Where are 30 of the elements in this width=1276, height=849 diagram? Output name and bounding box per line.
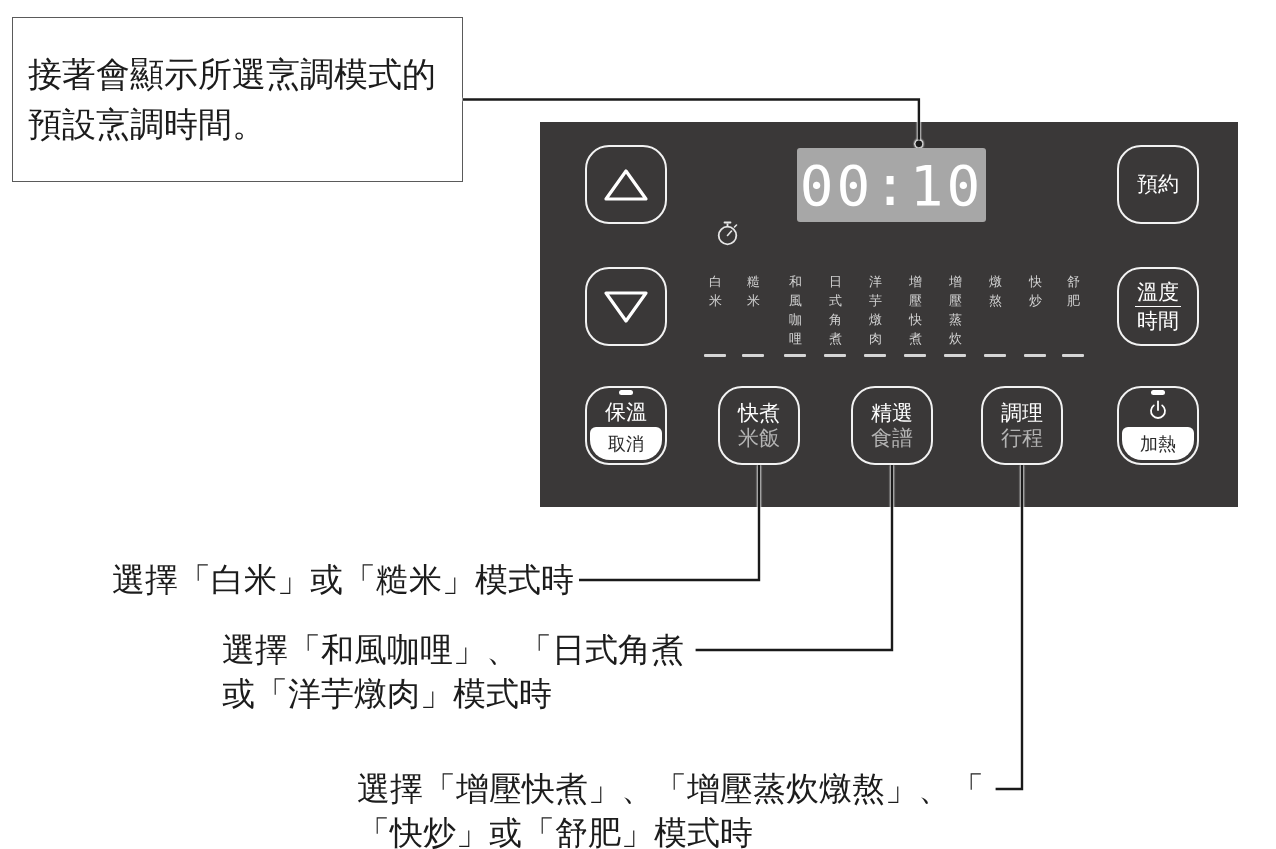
mode-label: 白米 (708, 273, 722, 310)
annotation-text: 選擇「白米」或「糙米」模式時 (112, 558, 574, 602)
control-panel (540, 122, 1238, 507)
mode-label: 燉熬 (988, 273, 1002, 310)
panel-button: 快煮 米飯 (718, 386, 800, 465)
mode-label: 舒肥 (1066, 273, 1080, 310)
panel-button: 保溫 取消 (585, 386, 667, 465)
panel-button (585, 145, 667, 224)
panel-button: 調理 行程 (981, 386, 1063, 465)
panel-button: 預約 (1117, 145, 1199, 224)
leader-line (579, 465, 761, 582)
panel-button: 溫度 時間 (1117, 267, 1199, 346)
mode-label: 糙米 (746, 273, 760, 310)
panel-button: 加熱 (1117, 386, 1199, 465)
panel-button: 精選 食譜 (851, 386, 933, 465)
mode-label: 增壓蒸炊 (948, 273, 962, 348)
digital-display: 00:10 (797, 148, 986, 222)
leader-line (695, 465, 894, 652)
mode-label: 增壓快煮 (908, 273, 922, 348)
mode-label: 快炒 (1028, 273, 1042, 310)
mode-label: 洋芋燉肉 (868, 273, 882, 348)
mode-label: 日式角煮 (828, 273, 842, 348)
callout-box (12, 17, 463, 182)
annotation-text: 選擇「增壓快煮」、「增壓蒸炊燉熬」、「「快炒」或「舒肥」模式時 (357, 767, 991, 849)
leader-line (463, 98, 924, 149)
leader-line (995, 465, 1024, 791)
callout-text: 接著會顯示所選烹調模式的預設烹調時間。 (28, 53, 437, 146)
mode-label: 和風咖哩 (788, 273, 802, 348)
annotation-text: 選擇「和風咖哩」、「日式角煮或「洋芋燉肉」模式時 (222, 628, 691, 716)
panel-button (585, 267, 667, 346)
